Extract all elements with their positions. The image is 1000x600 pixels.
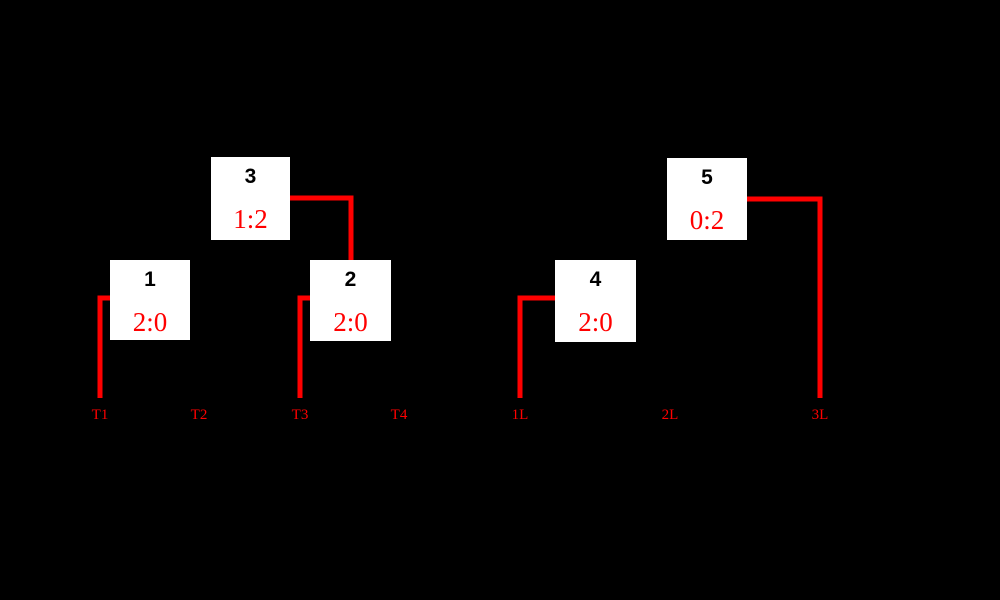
match-score: 2:0 [578, 307, 613, 337]
match-box-1[interactable]: 1 2:0 [110, 260, 190, 340]
match-box-3[interactable]: 3 1:2 [211, 157, 290, 240]
slot-label-3l[interactable]: 3L [811, 407, 829, 423]
match-number: 1 [144, 268, 156, 291]
match-box-2[interactable]: 2 2:0 [310, 260, 391, 341]
bracket-connector [517, 295, 555, 398]
match-score: 2:0 [132, 307, 168, 337]
match-score: 2:0 [333, 307, 368, 337]
match-box-5[interactable]: 5 0:2 [667, 158, 747, 240]
bracket-connector [290, 195, 354, 262]
match-number: 3 [244, 165, 257, 188]
slot-label-t1[interactable]: T1 [91, 407, 109, 423]
match-number: 4 [589, 268, 602, 291]
slot-label-t3[interactable]: T3 [291, 407, 309, 423]
slot-label-2l[interactable]: 2L [661, 407, 679, 423]
slot-label-t4[interactable]: T4 [390, 407, 408, 423]
slot-label-t2[interactable]: T2 [190, 407, 208, 423]
slot-label-1l[interactable]: 1L [511, 407, 529, 423]
match-number: 2 [344, 268, 357, 291]
match-number: 5 [701, 166, 713, 189]
match-box-4[interactable]: 4 2:0 [555, 260, 636, 342]
match-score: 0:2 [689, 205, 725, 235]
match-score: 1:2 [233, 204, 268, 234]
bracket-connector [747, 196, 823, 398]
